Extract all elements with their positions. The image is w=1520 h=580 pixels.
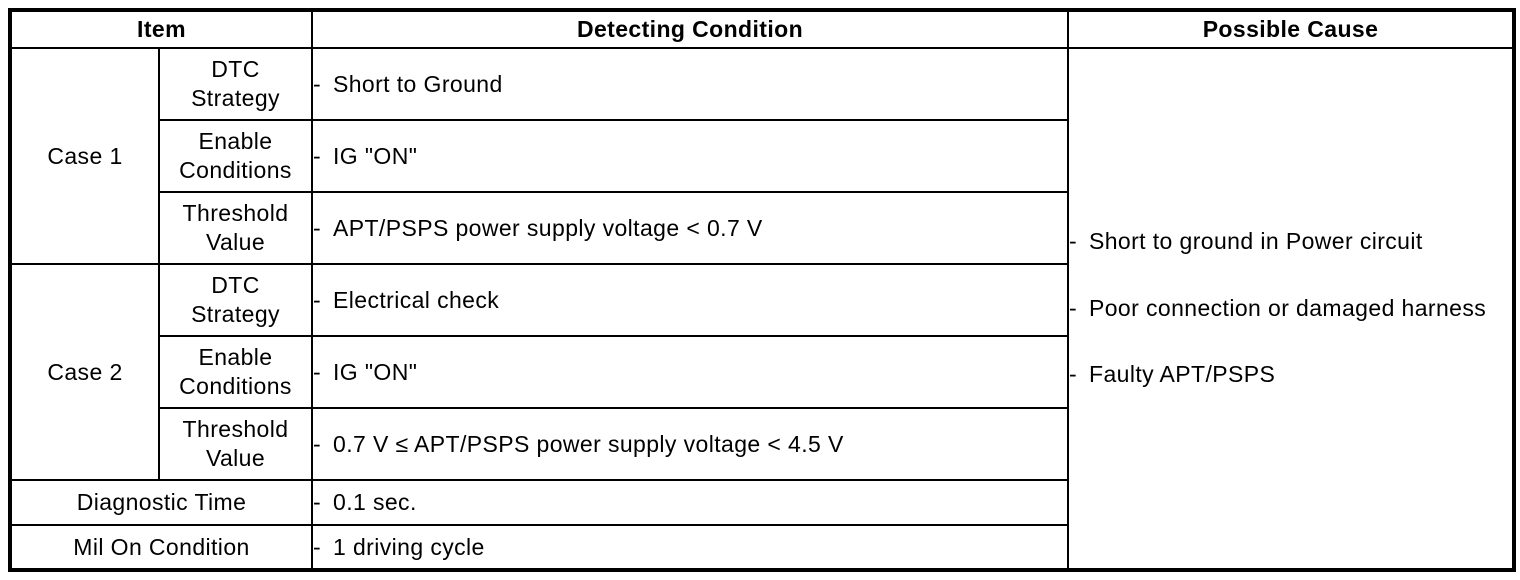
header-detecting-condition: Detecting Condition xyxy=(311,9,1069,49)
dash-bullet: - xyxy=(1069,294,1078,321)
dash-bullet: - xyxy=(313,489,322,516)
dash-bullet: - xyxy=(1069,227,1078,254)
dash-bullet: - xyxy=(313,214,322,241)
dash-bullet: - xyxy=(313,286,322,313)
table-row: Enable Conditions - IG "ON" xyxy=(10,119,1514,193)
possible-cause-item: - Short to ground in Power circuit xyxy=(1069,227,1512,257)
possible-cause-list: - Short to ground in Power circuit - Poo… xyxy=(1069,227,1512,391)
dash-bullet: - xyxy=(313,142,322,169)
possible-cause-item: - Poor connection or damaged harness xyxy=(1069,294,1512,324)
condition-text: IG "ON" xyxy=(333,142,418,169)
possible-cause-text: Faulty APT/PSPS xyxy=(1089,361,1276,388)
case-1-enable-conditions-label: Enable Conditions xyxy=(158,119,313,193)
case-1-dtc-strategy-label: DTC Strategy xyxy=(158,47,313,121)
case-2-threshold-value-label: Threshold Value xyxy=(158,407,313,481)
condition-text: Electrical check xyxy=(333,286,500,313)
table-row: Mil On Condition - 1 driving cycle xyxy=(9,524,1514,571)
table-row: Threshold Value - 0.7 V ≤ APT/PSPS power… xyxy=(10,407,1514,481)
header-possible-cause: Possible Cause xyxy=(1067,9,1515,49)
condition-text: IG "ON" xyxy=(333,358,418,385)
possible-cause-item: - Faulty APT/PSPS xyxy=(1069,360,1512,390)
possible-cause-text: Short to ground in Power circuit xyxy=(1089,227,1423,254)
condition-text: 0.7 V ≤ APT/PSPS power supply voltage < … xyxy=(333,430,844,457)
case-2-label: Case 2 xyxy=(9,263,160,481)
case-2-threshold-value-condition: - 0.7 V ≤ APT/PSPS power supply voltage … xyxy=(311,407,1069,481)
table-row: Threshold Value - APT/PSPS power supply … xyxy=(10,191,1514,265)
dtc-detecting-condition-table: Item Detecting Condition Possible Cause … xyxy=(8,8,1516,572)
condition-text: 1 driving cycle xyxy=(333,533,485,560)
table-row: Case 2 DTC Strategy - Electrical check xyxy=(9,263,1514,481)
table-header-row: Item Detecting Condition Possible Cause xyxy=(9,9,1515,49)
case-2-dtc-strategy-label: DTC Strategy xyxy=(158,263,313,337)
diagnostic-time-label: Diagnostic Time xyxy=(9,479,313,526)
mil-on-condition-condition: - 1 driving cycle xyxy=(311,524,1069,571)
case-2-dtc-strategy-condition: - Electrical check xyxy=(311,263,1069,337)
dash-bullet: - xyxy=(313,358,322,385)
possible-cause-text: Poor connection or damaged harness xyxy=(1089,294,1487,321)
table-row: Enable Conditions - IG "ON" xyxy=(10,335,1514,409)
case-2-enable-conditions-condition: - IG "ON" xyxy=(311,335,1069,409)
header-item: Item xyxy=(9,9,313,49)
condition-text: Short to Ground xyxy=(333,70,503,97)
table-row: Diagnostic Time - 0.1 sec. xyxy=(9,479,1514,526)
case-1-threshold-value-label: Threshold Value xyxy=(158,191,313,265)
table-row: Case 1 DTC Strategy - Short to Ground - … xyxy=(9,47,1515,571)
case-1-enable-conditions-condition: - IG "ON" xyxy=(311,119,1069,193)
mil-on-condition-label: Mil On Condition xyxy=(9,524,313,571)
case-1-dtc-strategy-condition: - Short to Ground xyxy=(311,47,1069,121)
condition-text: APT/PSPS power supply voltage < 0.7 V xyxy=(333,214,763,241)
possible-cause-cell: - Short to ground in Power circuit - Poo… xyxy=(1067,47,1515,571)
dash-bullet: - xyxy=(313,533,322,560)
dash-bullet: - xyxy=(313,70,322,97)
case-1-threshold-value-condition: - APT/PSPS power supply voltage < 0.7 V xyxy=(311,191,1069,265)
diagnostic-time-condition: - 0.1 sec. xyxy=(311,479,1069,526)
case-1-label: Case 1 xyxy=(9,47,160,265)
dash-bullet: - xyxy=(1069,361,1078,388)
dash-bullet: - xyxy=(313,430,322,457)
case-2-enable-conditions-label: Enable Conditions xyxy=(158,335,313,409)
condition-text: 0.1 sec. xyxy=(333,489,417,516)
